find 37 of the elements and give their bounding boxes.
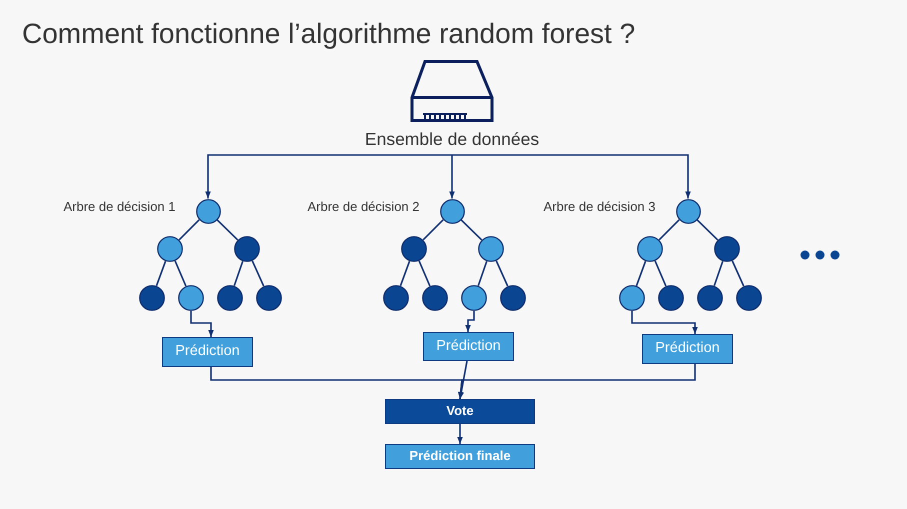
arrow: [205, 154, 452, 198]
tree-label: Arbre de décision 1: [63, 199, 176, 215]
connector-line: [654, 260, 667, 286]
connector-line: [658, 219, 680, 240]
dataset-label: Ensemble de données: [364, 128, 540, 150]
connector-line: [216, 219, 238, 240]
connector-line: [234, 261, 244, 286]
title: Comment fonctionne l’algorithme random forest ?: [22, 17, 636, 51]
arrow: [449, 154, 455, 198]
connector-line: [496, 260, 508, 286]
process-box: Prédiction: [423, 332, 514, 361]
tree-label: Arbre de décision 3: [543, 199, 656, 215]
arrow: [458, 364, 696, 400]
process-box: Prédiction: [642, 334, 733, 364]
connector-line: [252, 260, 264, 286]
process-box: Prédiction: [162, 337, 253, 367]
connector-line: [478, 261, 488, 286]
arrow: [190, 311, 214, 337]
connector-line: [422, 219, 444, 240]
process-box: Vote: [385, 399, 535, 424]
connector-line: [732, 260, 744, 286]
connector-line: [174, 260, 187, 286]
tree-label: Arbre de décision 2: [307, 199, 420, 215]
arrow: [452, 154, 691, 198]
connector-line: [400, 260, 410, 286]
connector-line: [714, 261, 724, 286]
connector-line: [460, 219, 482, 240]
connector-line: [178, 219, 200, 240]
arrow: [457, 424, 463, 444]
arrow: [631, 311, 698, 334]
process-box: Prédiction finale: [385, 444, 535, 469]
connector-line: [636, 260, 646, 286]
connector-line: [156, 260, 166, 286]
arrow: [465, 311, 475, 332]
connector-line: [418, 260, 431, 286]
arrow: [458, 360, 468, 400]
connector-line: [696, 219, 718, 240]
